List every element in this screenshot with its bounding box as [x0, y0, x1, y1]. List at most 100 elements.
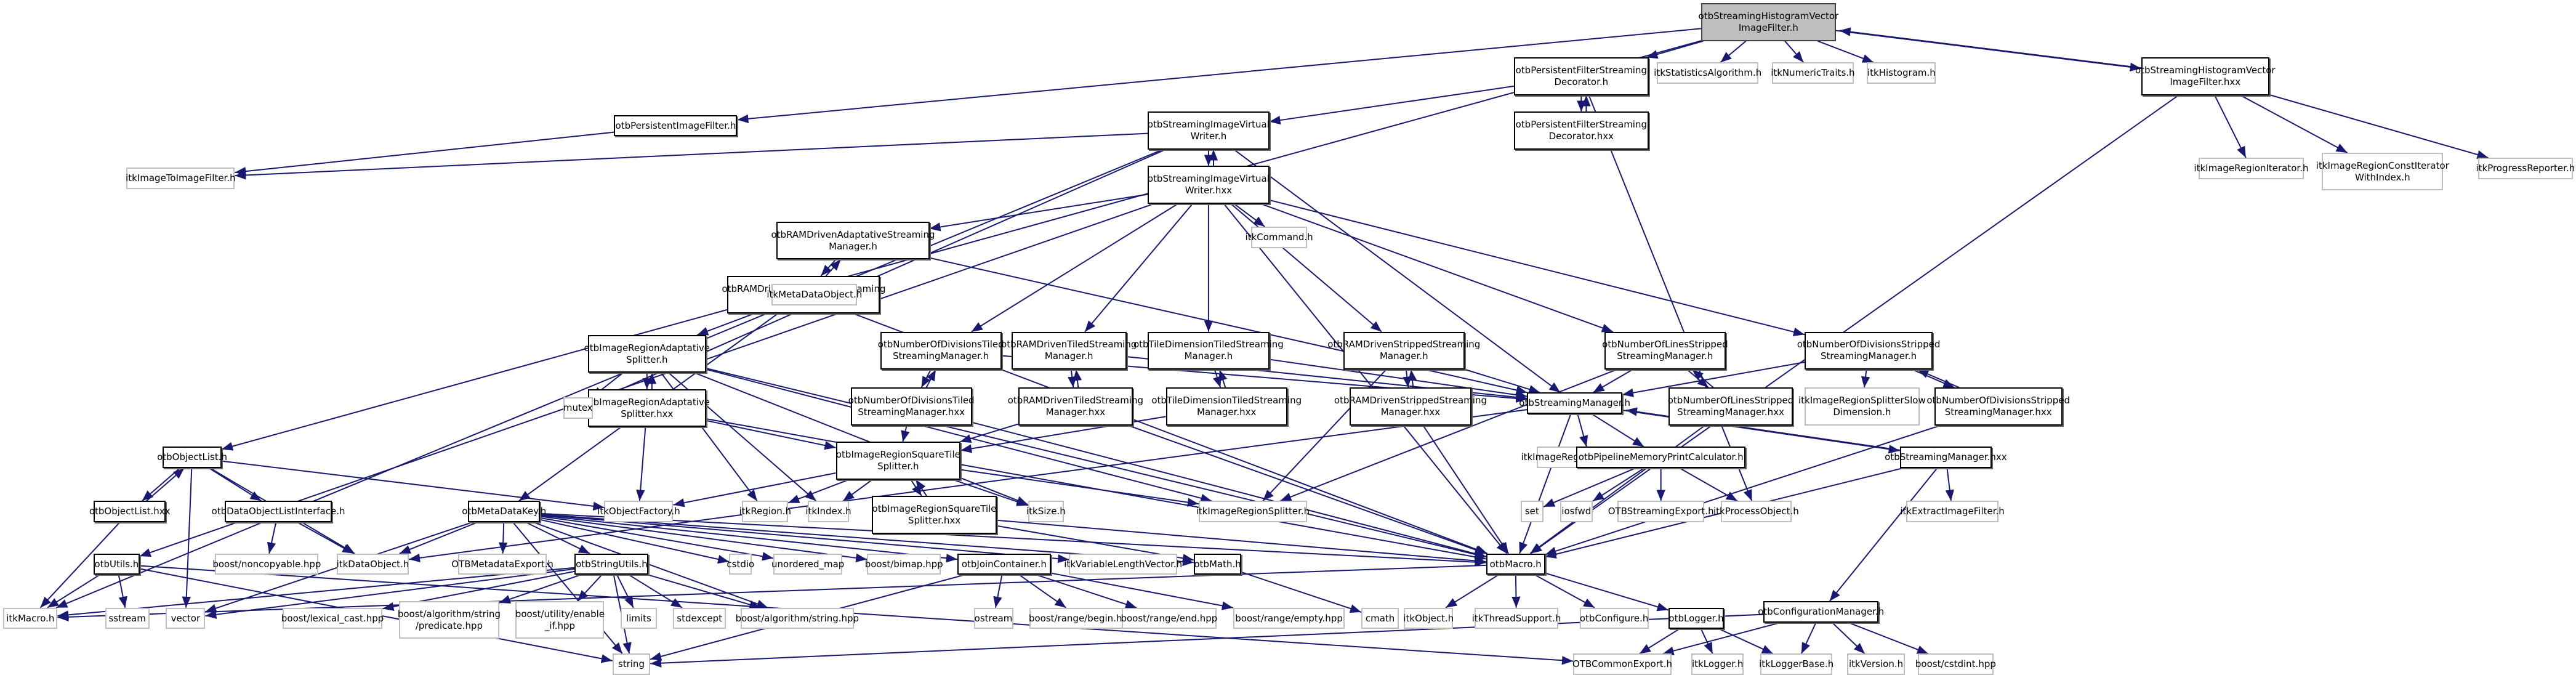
node-label: itkMetaDataObject.h — [767, 289, 863, 301]
node-itkprocessobject-h: itkProcessObject.h — [1713, 501, 1799, 523]
node-string: string — [612, 653, 651, 675]
node-otbstreaminghistogramvectorimagefilter-hxx[interactable]: otbStreamingHistogramVector ImageFilter.… — [2135, 57, 2276, 95]
node-label: otbStreamingImageVirtual Writer.hxx — [1147, 173, 1270, 196]
node-otbramdrivenadaptativestreamingmanager-h[interactable]: otbRAMDrivenAdaptativeStreaming Manager.… — [771, 222, 935, 260]
node-otbnumberofdivisionsstrippedstreamingmanager-h[interactable]: otbNumberOfDivisionsStripped StreamingMa… — [1797, 331, 1940, 370]
node-label: otbRAMDrivenAdaptativeStreaming Manager.… — [771, 228, 935, 252]
node-otblogger-h[interactable]: otbLogger.h — [1668, 607, 1725, 629]
node-otbramdriventiledstreamingmanager-hxx[interactable]: otbRAMDrivenTiledStreaming Manager.hxx — [1008, 387, 1143, 426]
edge-rams_hxx-to-macro_h — [1422, 425, 1509, 554]
node-boost-utility-enable-if-hpp: boost/utility/enable _if.hpp — [515, 601, 605, 639]
node-otbjoincontainer-h[interactable]: otbJoinContainer.h — [957, 553, 1051, 575]
node-otbramdrivenstrippedstreamingmanager-hxx[interactable]: otbRAMDrivenStrippedStreaming Manager.hx… — [1334, 387, 1487, 426]
node-itkobject-h: itkObject.h — [1403, 607, 1454, 629]
node-otbimageregionsquaretilesplitter-h[interactable]: otbImageRegionSquareTile Splitter.h — [835, 442, 961, 480]
edge-mdk_h-to-umap — [540, 517, 774, 561]
node-label: cmath — [1365, 612, 1395, 624]
node-label: otbMath.h — [1194, 558, 1241, 570]
node-itkhistogram-h: itkHistogram.h — [1867, 62, 1936, 84]
edge-tdt_h-to-sm_h — [1269, 358, 1527, 400]
node-otbstreamingmanager-h[interactable]: otbStreamingManager.h — [1519, 392, 1630, 414]
node-otbutils-h[interactable]: otbUtils.h — [94, 553, 140, 575]
node-otbmacro-h[interactable]: otbMacro.h — [1486, 553, 1545, 575]
edge-shvif_hxx-to-root — [1839, 27, 2145, 69]
node-label: otbStreamingHistogramVector ImageFilter.… — [2135, 65, 2276, 87]
node-label: otbStringUtils.h — [576, 558, 648, 570]
node-label: otbRAMDrivenTiledStreaming Manager.h — [1001, 339, 1137, 362]
node-label: itkProcessObject.h — [1713, 506, 1799, 517]
node-boost-bimap-hpp: boost/bimap.hpp — [865, 553, 943, 575]
node-otbimageregionadaptativesplitter-hxx[interactable]: otbImageRegionAdaptative Splitter.hxx — [584, 389, 710, 427]
edge-nols_hxx-to-nols_h — [1691, 369, 1714, 389]
edge-iras_hxx-to-itkObjFac — [636, 427, 646, 501]
edge-ramad_hxx-to-ramad_h — [825, 259, 842, 277]
edge-irsts_hxx-to-macro_h — [996, 519, 1486, 565]
node-label: otbPipelineMemoryPrintCalculator.h — [1578, 451, 1744, 463]
node-otbpersistentfilterstreamingdecorator-h[interactable]: otbPersistentFilterStreaming Decorator.h — [1513, 57, 1649, 95]
node-label: otbImageRegionAdaptative Splitter.h — [584, 342, 710, 365]
node-otbcommonexport-h: OTBCommonExport.h — [1572, 653, 1672, 675]
edge-iras_h-to-itkIRS — [706, 368, 1212, 503]
edge-su_h-to-vector — [205, 568, 575, 619]
node-otbnumberofdivisionstiledstreamingmanager-hxx[interactable]: otbNumberOfDivisionsTiled StreamingManag… — [848, 387, 975, 426]
node-otbdataobjectlistinterface-h[interactable]: otbDataObjectListInterface.h — [212, 501, 345, 523]
node-otbpersistentfilterstreamingdecorator-hxx[interactable]: otbPersistentFilterStreaming Decorator.h… — [1513, 111, 1649, 150]
node-otbmetadatakey-h[interactable]: otbMetaDataKey.h — [462, 501, 546, 523]
edge-pmpc_h-to-set — [1543, 467, 1636, 507]
node-boost-range-begin-hpp: boost/range/begin.hpp — [1028, 607, 1134, 629]
node-otbmath-h[interactable]: otbMath.h — [1193, 553, 1242, 575]
edge-rams_h-to-sm_h — [1464, 368, 1540, 394]
node-otbpersistentimagefilter-h[interactable]: otbPersistentImageFilter.h — [614, 115, 738, 137]
node-otbconfigure-h: otbConfigure.h — [1579, 607, 1649, 629]
node-label: itkProgressReporter.h — [2476, 162, 2575, 174]
node-boost-algorithm-string-hpp: boost/algorithm/string.hpp — [736, 607, 859, 629]
node-label: boost/range/begin.hpp — [1028, 612, 1134, 624]
node-vector: vector — [166, 607, 206, 629]
node-set: set — [1520, 501, 1544, 523]
node-otbobjectlist-h[interactable]: otbObjectList.h — [157, 447, 227, 469]
node-otbstringutils-h[interactable]: otbStringUtils.h — [574, 553, 649, 575]
edge-nods_h-to-nods_hxx — [1912, 369, 1955, 389]
node-otbtiledimensiontiledstreamingmanager-h[interactable]: otbTileDimensionTiledStreaming Manager.h — [1133, 331, 1284, 370]
node-otbimageregionsquaretilesplitter-hxx[interactable]: otbImageRegionSquareTile Splitter.hxx — [872, 496, 997, 534]
node-otbnumberofdivisionstiledstreamingmanager-h[interactable]: otbNumberOfDivisionsTiled StreamingManag… — [878, 331, 1004, 370]
node-otbstreamingimagevirtualwriter-hxx[interactable]: otbStreamingImageVirtual Writer.hxx — [1147, 166, 1270, 204]
edge-ol_h-to-ol_hxx — [141, 467, 180, 502]
node-label: ostream — [974, 612, 1013, 624]
edge-sivw_hxx-to-rams_h — [1230, 203, 1382, 333]
node-otbobjectlist-hxx[interactable]: otbObjectList.hxx — [89, 501, 171, 523]
edge-macro_h-to-logger_h — [1545, 572, 1668, 612]
edge-logger_h-to-itkLoggerBase — [1719, 628, 1774, 655]
node-label: itkLoggerBase.h — [1759, 658, 1834, 670]
node-boost-algorithm-string-predicate-hpp: boost/algorithm/string /predicate.hpp — [398, 601, 501, 639]
node-limits: limits — [621, 607, 657, 629]
edge-ramt_h-to-ramt_hxx — [1068, 369, 1077, 388]
edge-ramad_h-to-sm_h — [929, 257, 1527, 395]
edge-nols_h-to-itkIRS — [1279, 369, 1617, 502]
node-otbramdrivenstrippedstreamingmanager-h[interactable]: otbRAMDrivenStrippedStreaming Manager.h — [1327, 331, 1480, 370]
node-otbpipelinememoryprintcalculator-h[interactable]: otbPipelineMemoryPrintCalculator.h — [1576, 447, 1745, 469]
node-otbstreamingmanager-hxx[interactable]: otbStreamingManager.hxx — [1885, 447, 2007, 469]
node-label: OTBStreamingExport.h — [1608, 506, 1714, 517]
edge-tdt_h-to-tdt_hxx — [1212, 369, 1222, 388]
node-label: OTBMetadataExport.h — [451, 558, 553, 570]
node-itkimagetoimagefilter-h: itkImageToImageFilter.h — [126, 168, 236, 189]
node-otbconfigurationmanager-h[interactable]: otbConfigurationManager.h — [1758, 601, 1884, 623]
node-otbnumberoflinesstrippedstreamingmanager-hxx[interactable]: otbNumberOfLinesStripped StreamingManage… — [1668, 387, 1793, 426]
node-otbtiledimensiontiledstreamingmanager-hxx[interactable]: otbTileDimensionTiledStreaming Manager.h… — [1151, 387, 1302, 426]
node-label: otbStreamingImageVirtual Writer.h — [1147, 119, 1270, 142]
node-otbnumberofdivisionsstrippedstreamingmanager-hxx[interactable]: otbNumberOfDivisionsStripped StreamingMa… — [1926, 387, 2070, 426]
edge-su_h-to-predicate — [499, 574, 581, 604]
node-label: itkImageRegionSplitter.h — [1196, 506, 1310, 517]
node-otbramdriventiledstreamingmanager-h[interactable]: otbRAMDrivenTiledStreaming Manager.h — [1001, 331, 1137, 370]
node-otbimageregionadaptativesplitter-h[interactable]: otbImageRegionAdaptative Splitter.h — [584, 335, 710, 373]
node-label: otbMacro.h — [1489, 558, 1542, 570]
node-otbstreamingimagevirtualwriter-h[interactable]: otbStreamingImageVirtual Writer.h — [1147, 111, 1270, 150]
node-otbnumberoflinesstrippedstreamingmanager-h[interactable]: otbNumberOfLinesStripped StreamingManage… — [1602, 331, 1728, 370]
edge-sivw_hxx-to-nodt_h — [971, 203, 1178, 333]
node-label: itkSize.h — [1026, 506, 1066, 517]
node-label: otbNumberOfDivisionsTiled StreamingManag… — [848, 395, 975, 418]
edge-nods_h-to-itkIRSSD — [1861, 369, 1870, 388]
node-label: mutex — [563, 402, 593, 414]
node-label: otbJoinContainer.h — [961, 558, 1047, 570]
